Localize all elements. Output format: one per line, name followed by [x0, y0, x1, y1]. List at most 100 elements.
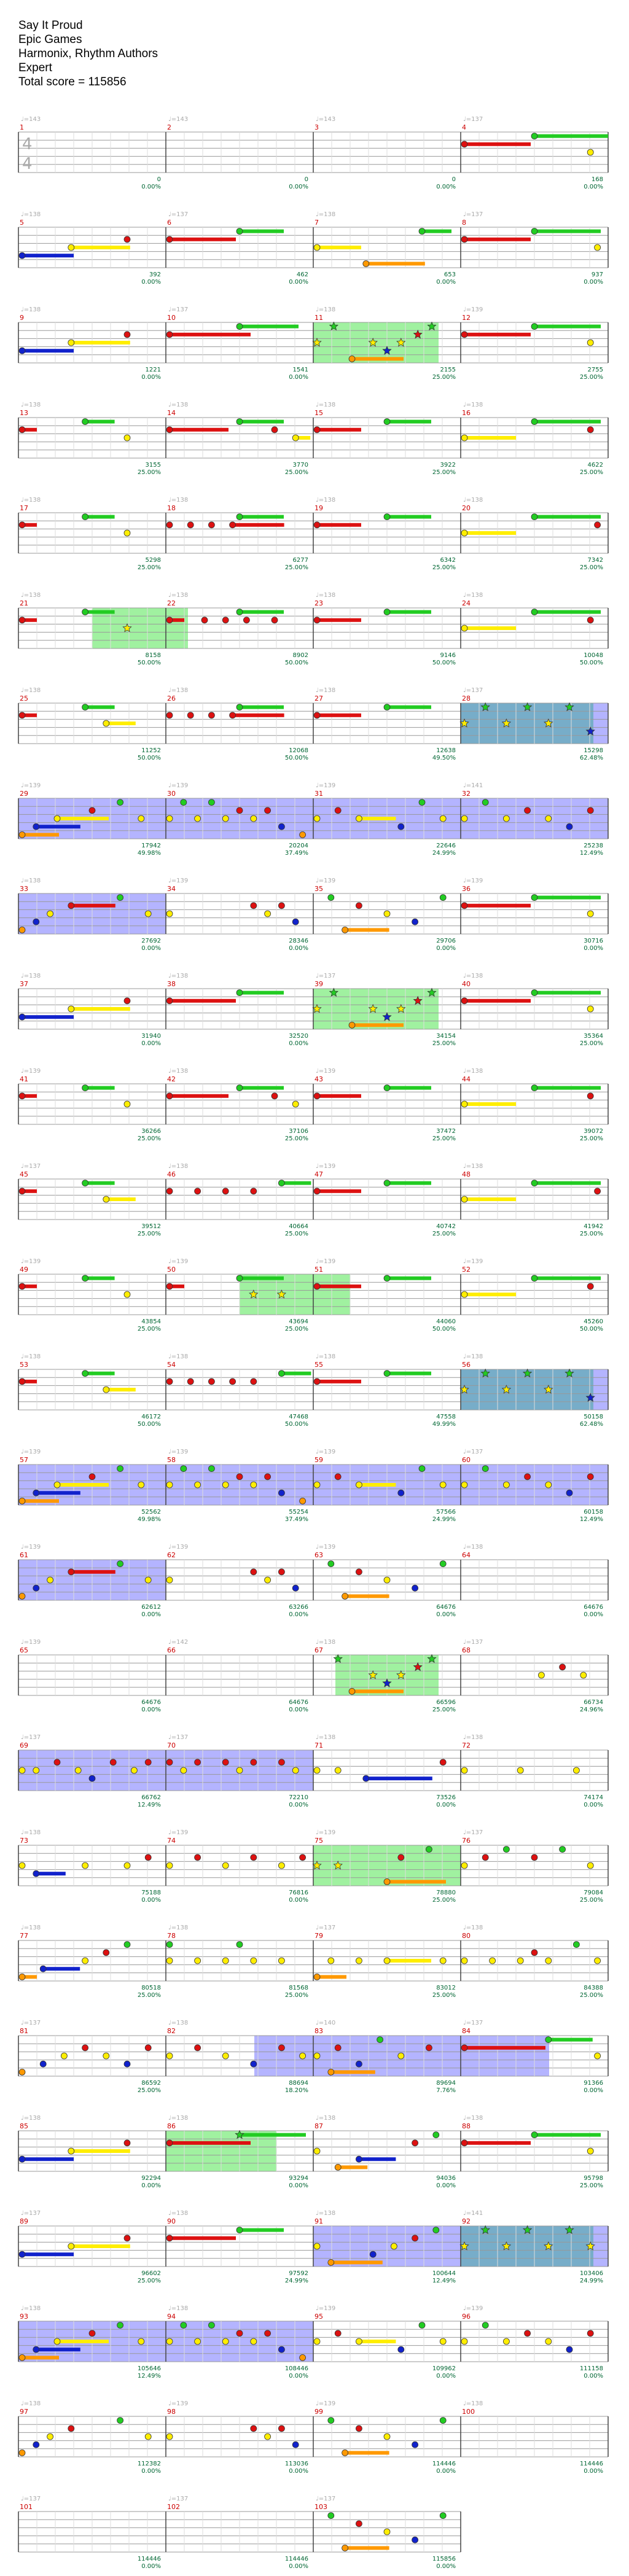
note: [166, 617, 173, 624]
sustain-tail: [464, 531, 516, 535]
star-note: [382, 1012, 392, 1021]
note: [236, 1084, 243, 1091]
tempo-label: ♩=140: [316, 2020, 335, 2026]
measure-percent: 25.00%: [432, 1992, 456, 1999]
note: [426, 2044, 432, 2052]
sustain-tail: [22, 1015, 74, 1019]
measure-number: 55: [314, 1361, 323, 1369]
note: [531, 418, 538, 425]
star-note: [235, 2130, 244, 2139]
note: [47, 1576, 53, 1584]
note: [166, 236, 173, 243]
measure-number: 51: [314, 1266, 323, 1274]
note: [18, 1497, 26, 1504]
sustain-tail: [22, 427, 37, 432]
note: [531, 133, 538, 140]
note: [587, 426, 594, 434]
tempo-label: ♩=137: [168, 1734, 188, 1741]
note: [18, 1862, 26, 1869]
measure-score: 94036: [436, 2175, 456, 2182]
tempo-label: ♩=139: [463, 2305, 483, 2312]
tempo-label: ♩=138: [21, 211, 41, 218]
note: [383, 2528, 391, 2535]
sustain-tail: [464, 903, 531, 908]
note: [313, 1188, 321, 1195]
measure-number: 9: [20, 314, 24, 322]
sustain-tail: [534, 1181, 601, 1185]
tempo-label: ♩=139: [168, 1544, 188, 1551]
note: [356, 2338, 362, 2345]
section-solo: [166, 608, 188, 648]
note: [47, 2433, 53, 2440]
measure-number: 69: [20, 1741, 28, 1749]
measure-number: 63: [314, 1551, 323, 1559]
note: [461, 236, 468, 243]
note: [313, 1378, 321, 1385]
note: [236, 1473, 243, 1481]
note: [144, 2044, 152, 2052]
note: [82, 1084, 89, 1091]
measure-score: 27692: [141, 938, 161, 944]
sustain-tail: [534, 895, 601, 900]
note: [250, 2060, 257, 2068]
note: [33, 1584, 40, 1592]
tempo-label: ♩=138: [463, 1544, 483, 1551]
note: [356, 2520, 362, 2527]
sustain-tail: [534, 229, 601, 233]
measure-number: 54: [167, 1361, 176, 1369]
note: [439, 1560, 447, 1568]
note: [327, 1560, 335, 1568]
note: [166, 1283, 173, 1290]
note: [229, 712, 236, 719]
note: [201, 617, 208, 624]
tempo-label: ♩=137: [168, 2496, 188, 2502]
measure-score: 97592: [289, 2270, 308, 2277]
note: [383, 1180, 391, 1186]
song-artist: Epic Games: [18, 33, 82, 46]
sustain-tail: [317, 427, 361, 432]
note: [418, 799, 426, 806]
sustain-tail: [36, 1872, 66, 1876]
star-note: [396, 1670, 406, 1679]
sustain-tail: [36, 1491, 80, 1495]
note: [123, 2060, 131, 2068]
star-note: [544, 718, 553, 728]
note: [236, 228, 243, 235]
star-note: [459, 718, 469, 728]
note: [18, 2449, 26, 2456]
measure-percent: 25.00%: [432, 1897, 456, 1904]
note: [461, 1291, 468, 1298]
sustain-tail: [22, 254, 74, 258]
measure-percent: 0.00%: [436, 2468, 456, 2475]
measure-percent: 0.00%: [436, 2563, 456, 2570]
sustain-tail: [71, 1007, 130, 1011]
measure-score: 3770: [293, 462, 308, 469]
tempo-label: ♩=139: [21, 1068, 41, 1075]
note: [356, 2060, 362, 2068]
note: [524, 2330, 531, 2337]
note: [236, 323, 243, 330]
measure-score: 20204: [289, 842, 308, 849]
note: [278, 823, 285, 830]
tempo-label: ♩=138: [21, 402, 41, 408]
note: [383, 2433, 391, 2440]
sustain-tail: [359, 2340, 396, 2343]
